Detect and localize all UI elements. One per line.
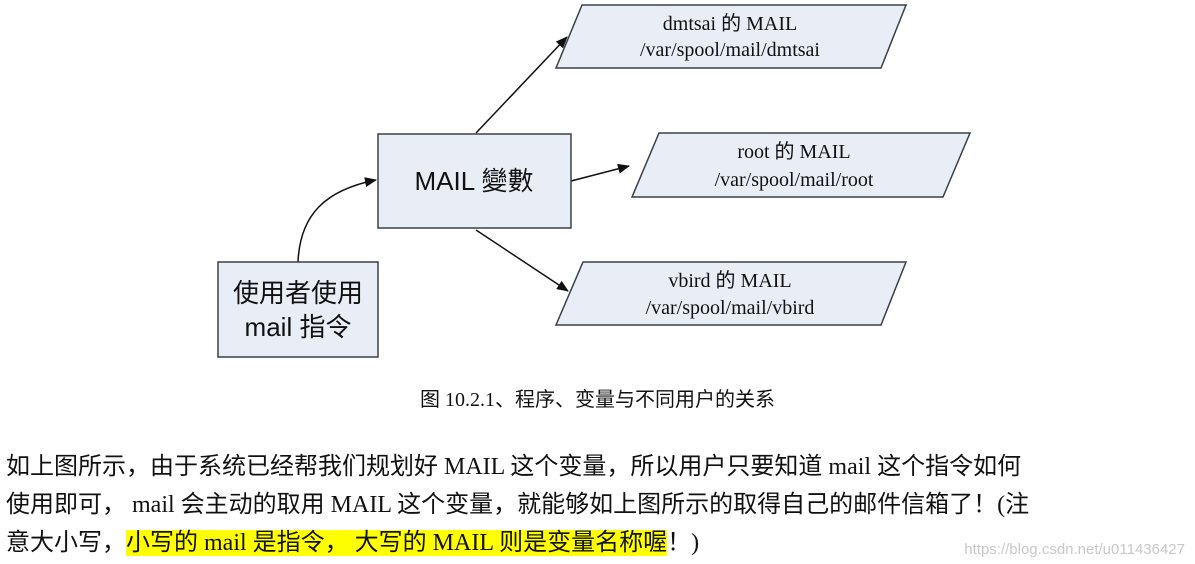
mail-variable-box: MAIL 變數 [377,133,572,229]
paragraph-line-1: 如上图所示，由于系统已经帮我们规划好 MAIL 这个变量，所以用户只要知道 ma… [6,454,1022,480]
paragraph-line-2: 使用即可， mail 会主动的取用 MAIL 这个变量，就能够如上图所示的取得自… [6,492,1030,518]
figure-caption: 图 10.2.1、程序、变量与不同用户的关系 [420,389,775,411]
target-root-line2: /var/spool/mail/root [715,169,874,191]
watermark: https://blog.csdn.net/u011436427 [964,541,1185,558]
highlighted-note: 小写的 mail 是指令， 大写的 MAIL 则是变量名称喔 [126,530,668,556]
paragraph-line-3-end: ！) [667,530,700,556]
body-paragraph: 如上图所示，由于系统已经帮我们规划好 MAIL 这个变量，所以用户只要知道 ma… [6,448,1192,562]
mail-variable-label: MAIL 變數 [415,166,534,196]
target-vbird: vbird 的 MAIL /var/spool/mail/vbird [554,261,908,326]
target-root-line1: root 的 MAIL [737,140,850,163]
user-box: 使用者使用 mail 指令 [217,261,379,358]
target-dmtsai-line1: dmtsai 的 MAIL [663,12,797,35]
target-root: root 的 MAIL /var/spool/mail/root [630,132,972,198]
arrow-mail-to-dmtsai [475,36,568,134]
target-vbird-line1: vbird 的 MAIL [668,269,791,292]
arrow-user-to-mail [297,177,377,263]
arrow-mail-to-vbird [475,229,569,292]
user-box-line1: 使用者使用 [233,278,363,308]
paragraph-line-3: 意大小写，小写的 mail 是指令， 大写的 MAIL 则是变量名称喔！) [6,524,1192,562]
paragraph-line-3-start: 意大小写， [6,530,126,556]
arrow-mail-to-root [570,163,630,182]
diagram: 使用者使用 mail 指令 MAIL 變數 dmtsai 的 MAIL /var… [217,4,972,358]
user-box-line2: mail 指令 [245,312,352,342]
target-dmtsai-line2: /var/spool/mail/dmtsai [640,39,820,61]
target-dmtsai: dmtsai 的 MAIL /var/spool/mail/dmtsai [554,4,908,69]
target-vbird-line2: /var/spool/mail/vbird [646,297,815,319]
